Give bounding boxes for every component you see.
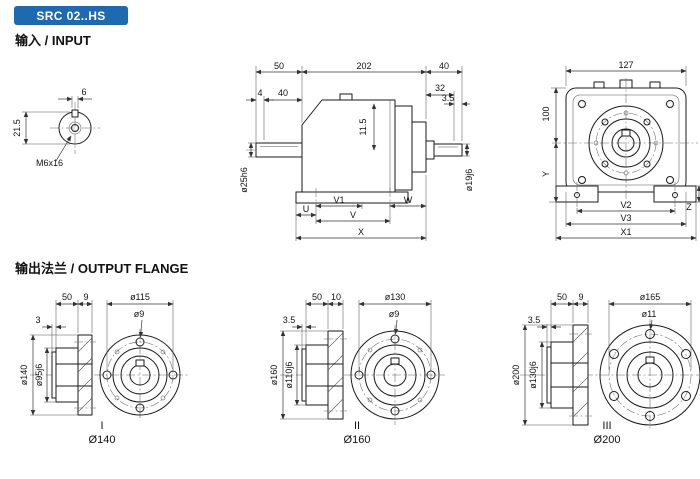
dim-y: Y (541, 171, 551, 177)
flange-2-dimensions: 50 10 ø130 3.5 ø9 ø160 ø110j6 (269, 292, 432, 420)
dim-flange1-length: 50 (62, 292, 72, 302)
dim-32: 32 (435, 83, 445, 93)
dim-input-shaft-length: 40 (439, 61, 449, 71)
dim-flange3-bolt-circle: ø165 (640, 292, 661, 302)
dim-v3: V3 (620, 213, 631, 223)
dim-u: U (303, 204, 310, 214)
flange-3-size: Ø200 (594, 434, 621, 446)
dim-x: X (358, 227, 364, 237)
dim-flange3-length: 50 (557, 292, 567, 302)
dim-flange3-bolt-hole: ø11 (642, 309, 657, 319)
dim-v: V (350, 210, 356, 220)
dim-output-shaft-dia: ø25h6 (239, 167, 249, 193)
flange-3-numeral: III (602, 420, 611, 432)
dim-flange2-bolt-circle: ø130 (385, 292, 406, 302)
flange-1-section (30, 334, 190, 416)
flange-2-size: Ø160 (344, 434, 371, 446)
dim-3-5: 3.5 (442, 93, 455, 103)
gearbox-front-view-drawing: 127 100 Y V2 V3 X1 Z (541, 60, 700, 241)
dim-output-shaft-length: 50 (274, 61, 284, 71)
dim-housing-length: 202 (356, 61, 371, 71)
gearbox-front-dimensions: 127 100 Y V2 V3 X1 Z (541, 60, 700, 241)
dim-v1: V1 (333, 195, 344, 205)
flange-3-drawing: 50 9 ø165 3.5 ø11 ø200 ø130j6 III Ø200 (511, 292, 700, 446)
flange-2-drawing: 50 10 ø130 3.5 ø9 ø160 ø110j6 II Ø160 (269, 292, 445, 446)
dim-v2: V2 (620, 200, 631, 210)
dim-flange2-length: 50 (312, 292, 322, 302)
input-section-label: 输入 / INPUT (15, 33, 91, 48)
flange-3-section (520, 324, 700, 426)
model-badge: SRC 02..HS (14, 6, 128, 25)
output-section-label: 输出法兰 / OUTPUT FLANGE (15, 261, 189, 276)
dim-flange1-pilot-dia: ø95j6 (34, 364, 44, 387)
dim-4: 4 (257, 88, 262, 98)
dim-127: 127 (618, 60, 633, 70)
flange-1-drawing: 50 9 ø115 3 ø9 ø140 ø95j6 I Ø140 (19, 292, 190, 446)
flange-1-size: Ø140 (89, 434, 116, 446)
dim-flange1-bolt-hole: ø9 (134, 309, 145, 319)
input-shaft-detail-drawing: 6 21.5 M6x16 (12, 87, 100, 168)
dim-flange2-step: 3.5 (283, 315, 296, 325)
dim-flange1-step: 3 (35, 315, 40, 325)
flange-1-numeral: I (100, 420, 103, 432)
dim-key-width: 6 (81, 87, 86, 97)
dim-flange3-outer-dia: ø200 (511, 365, 521, 386)
dim-w: W (404, 195, 413, 205)
dim-100: 100 (541, 106, 551, 121)
shaft-end-dimensions: 6 21.5 M6x16 (12, 87, 92, 168)
gearbox-side-dimensions: 50 202 40 4 40 32 3.5 11.5 ø25h6 ø19j6 (239, 61, 474, 241)
dim-flange3-thickness: 9 (578, 292, 583, 302)
dim-x1: X1 (620, 227, 631, 237)
dim-flange3-step: 3.5 (528, 315, 541, 325)
dim-40: 40 (278, 88, 288, 98)
tap-hole-label: M6x16 (36, 158, 63, 168)
flange-2-section (280, 330, 445, 420)
dim-flange3-pilot-dia: ø130j6 (528, 361, 538, 389)
flange-2-numeral: II (354, 420, 360, 432)
flange-1-face (99, 329, 181, 421)
dim-flange1-thickness: 9 (83, 292, 88, 302)
shaft-end-section (50, 102, 100, 154)
dim-flange1-outer-dia: ø140 (19, 365, 29, 386)
dim-input-shaft-dia: ø19j6 (464, 169, 474, 192)
dim-flange2-outer-dia: ø160 (269, 365, 279, 386)
flange-3-dimensions: 50 9 ø165 3.5 ø11 ø200 ø130j6 (511, 292, 692, 426)
dim-flange1-bolt-circle: ø115 (130, 292, 150, 302)
dim-flange2-thickness: 10 (331, 292, 341, 302)
gearbox-side-outline (246, 93, 470, 207)
dim-flange2-pilot-dia: ø110j6 (284, 362, 294, 389)
flange-1-dimensions: 50 9 ø115 3 ø9 ø140 ø95j6 (19, 292, 174, 416)
dim-flange2-bolt-hole: ø9 (389, 309, 400, 319)
dim-z: Z (686, 202, 692, 212)
gearbox-front-outline (552, 78, 698, 208)
dim-shaft-key-height: 21.5 (12, 119, 22, 137)
gearbox-side-view-drawing: 50 202 40 4 40 32 3.5 11.5 ø25h6 ø19j6 (239, 61, 474, 241)
dim-11-5: 11.5 (358, 119, 368, 136)
